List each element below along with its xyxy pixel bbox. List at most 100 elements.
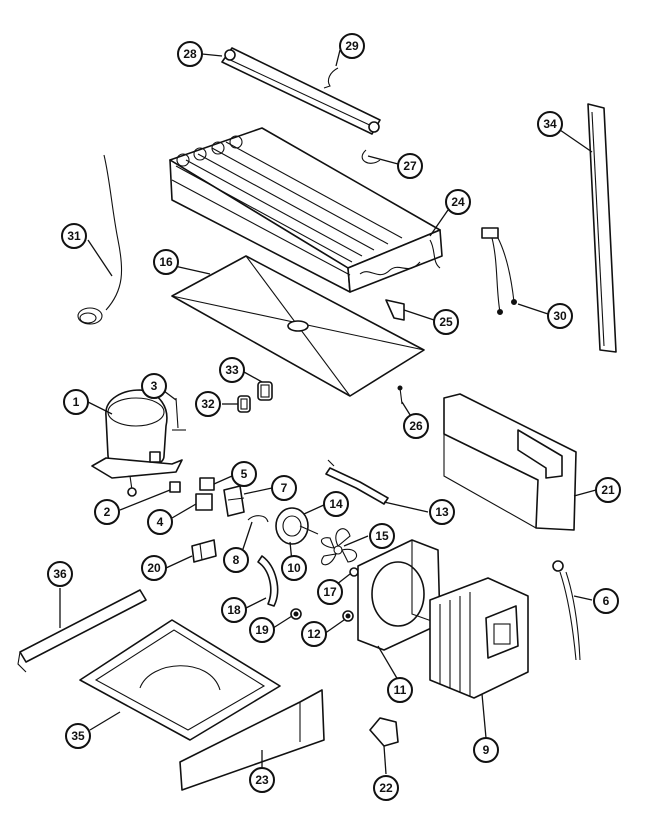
tube-stub-part xyxy=(172,397,186,431)
evaporator-part xyxy=(169,127,443,293)
svg-text:29: 29 xyxy=(345,39,359,53)
grommet-part xyxy=(237,381,273,413)
callout-22: 22 xyxy=(373,775,399,801)
svg-text:6: 6 xyxy=(603,594,610,608)
svg-text:28: 28 xyxy=(183,47,197,61)
callout-3: 3 xyxy=(141,373,167,399)
svg-text:8: 8 xyxy=(233,553,240,567)
svg-text:30: 30 xyxy=(553,309,567,323)
svg-text:11: 11 xyxy=(394,683,407,697)
svg-text:27: 27 xyxy=(403,159,417,173)
svg-text:17: 17 xyxy=(323,585,337,599)
drain-tray-part xyxy=(171,255,425,397)
svg-text:20: 20 xyxy=(147,561,161,575)
svg-text:33: 33 xyxy=(225,363,239,377)
callout-28a: 28 xyxy=(177,41,203,67)
compressor-part xyxy=(91,389,183,497)
svg-text:26: 26 xyxy=(409,419,423,433)
hook-clip-part xyxy=(323,67,339,89)
callout-13: 13 xyxy=(429,499,455,525)
svg-text:7: 7 xyxy=(281,481,288,495)
callout-9: 9 xyxy=(473,737,499,763)
svg-text:5: 5 xyxy=(241,467,248,481)
svg-text:24: 24 xyxy=(451,195,465,209)
svg-text:35: 35 xyxy=(71,729,85,743)
callout-18: 18 xyxy=(221,597,247,623)
cover-panel-part xyxy=(443,393,577,531)
heater-bar-part xyxy=(221,47,381,164)
svg-text:9: 9 xyxy=(483,743,490,757)
svg-text:36: 36 xyxy=(53,567,67,581)
svg-text:14: 14 xyxy=(329,497,343,511)
callout-5: 5 xyxy=(231,461,257,487)
clip-part xyxy=(247,515,269,523)
callout-26: 26 xyxy=(403,413,429,439)
svg-text:4: 4 xyxy=(157,515,164,529)
callout-31: 31 xyxy=(61,223,87,249)
callout-23: 23 xyxy=(249,767,275,793)
leader-lines xyxy=(59,49,597,775)
bottom-bracket-part xyxy=(369,717,399,747)
callout-16: 16 xyxy=(153,249,179,275)
svg-text:22: 22 xyxy=(379,781,393,795)
callout-21: 21 xyxy=(595,477,621,503)
callout-10: 10 xyxy=(281,555,307,581)
callout-8: 8 xyxy=(223,547,249,573)
callout-24: 24 xyxy=(445,189,471,215)
toe-plate-part xyxy=(179,689,325,791)
svg-text:23: 23 xyxy=(255,773,269,787)
fan-blade-part xyxy=(320,528,358,566)
callout-35: 35 xyxy=(65,723,91,749)
side-panel-part xyxy=(587,103,617,353)
callout-27: 27 xyxy=(397,153,423,179)
callout-33: 33 xyxy=(219,357,245,383)
svg-text:1: 1 xyxy=(73,395,80,409)
callout-1: 1 xyxy=(63,389,89,415)
callout-6: 6 xyxy=(593,588,619,614)
svg-text:10: 10 xyxy=(287,561,301,575)
callout-2: 2 xyxy=(94,499,120,525)
condenser-part xyxy=(429,577,529,699)
svg-text:21: 21 xyxy=(601,483,615,497)
svg-text:34: 34 xyxy=(543,117,557,131)
callout-36: 36 xyxy=(47,561,73,587)
callout-25: 25 xyxy=(433,309,459,335)
callout-17: 17 xyxy=(317,579,343,605)
motor-bracket-part xyxy=(257,555,279,607)
callout-14: 14 xyxy=(323,491,349,517)
svg-text:2: 2 xyxy=(104,505,111,519)
fan-shroud-part xyxy=(357,539,441,651)
callout-29: 29 xyxy=(339,33,365,59)
callout-15: 15 xyxy=(369,523,395,549)
power-cord-part xyxy=(552,560,581,661)
terminal-block-part xyxy=(191,539,217,563)
callout-7: 7 xyxy=(271,475,297,501)
svg-text:3: 3 xyxy=(151,379,158,393)
drain-pan-part xyxy=(79,619,281,741)
nut-part xyxy=(349,567,359,577)
svg-text:18: 18 xyxy=(227,603,241,617)
bracket-part xyxy=(385,299,405,321)
capillary-tube-part xyxy=(77,154,123,325)
svg-text:15: 15 xyxy=(375,529,389,543)
callout-20: 20 xyxy=(141,555,167,581)
svg-text:12: 12 xyxy=(307,627,321,641)
callout-12: 12 xyxy=(301,621,327,647)
hardware-part xyxy=(290,608,354,622)
svg-text:32: 32 xyxy=(201,397,215,411)
screw-part xyxy=(397,385,403,405)
callouts: 1 2 3 4 5 6 7 8 9 10 11 12 13 14 15 16 1… xyxy=(47,33,621,801)
callout-32: 32 xyxy=(195,391,221,417)
callout-34: 34 xyxy=(537,111,563,137)
svg-text:31: 31 xyxy=(67,229,81,243)
wire-harness-part xyxy=(481,227,517,315)
relay-overload-part xyxy=(169,477,245,517)
svg-text:16: 16 xyxy=(159,255,173,269)
callout-11: 11 xyxy=(387,677,413,703)
drain-tube-part xyxy=(325,459,389,505)
svg-text:19: 19 xyxy=(255,623,269,637)
fan-motor-part xyxy=(275,507,319,545)
callout-30: 30 xyxy=(547,303,573,329)
strip-bracket-part xyxy=(17,589,147,673)
